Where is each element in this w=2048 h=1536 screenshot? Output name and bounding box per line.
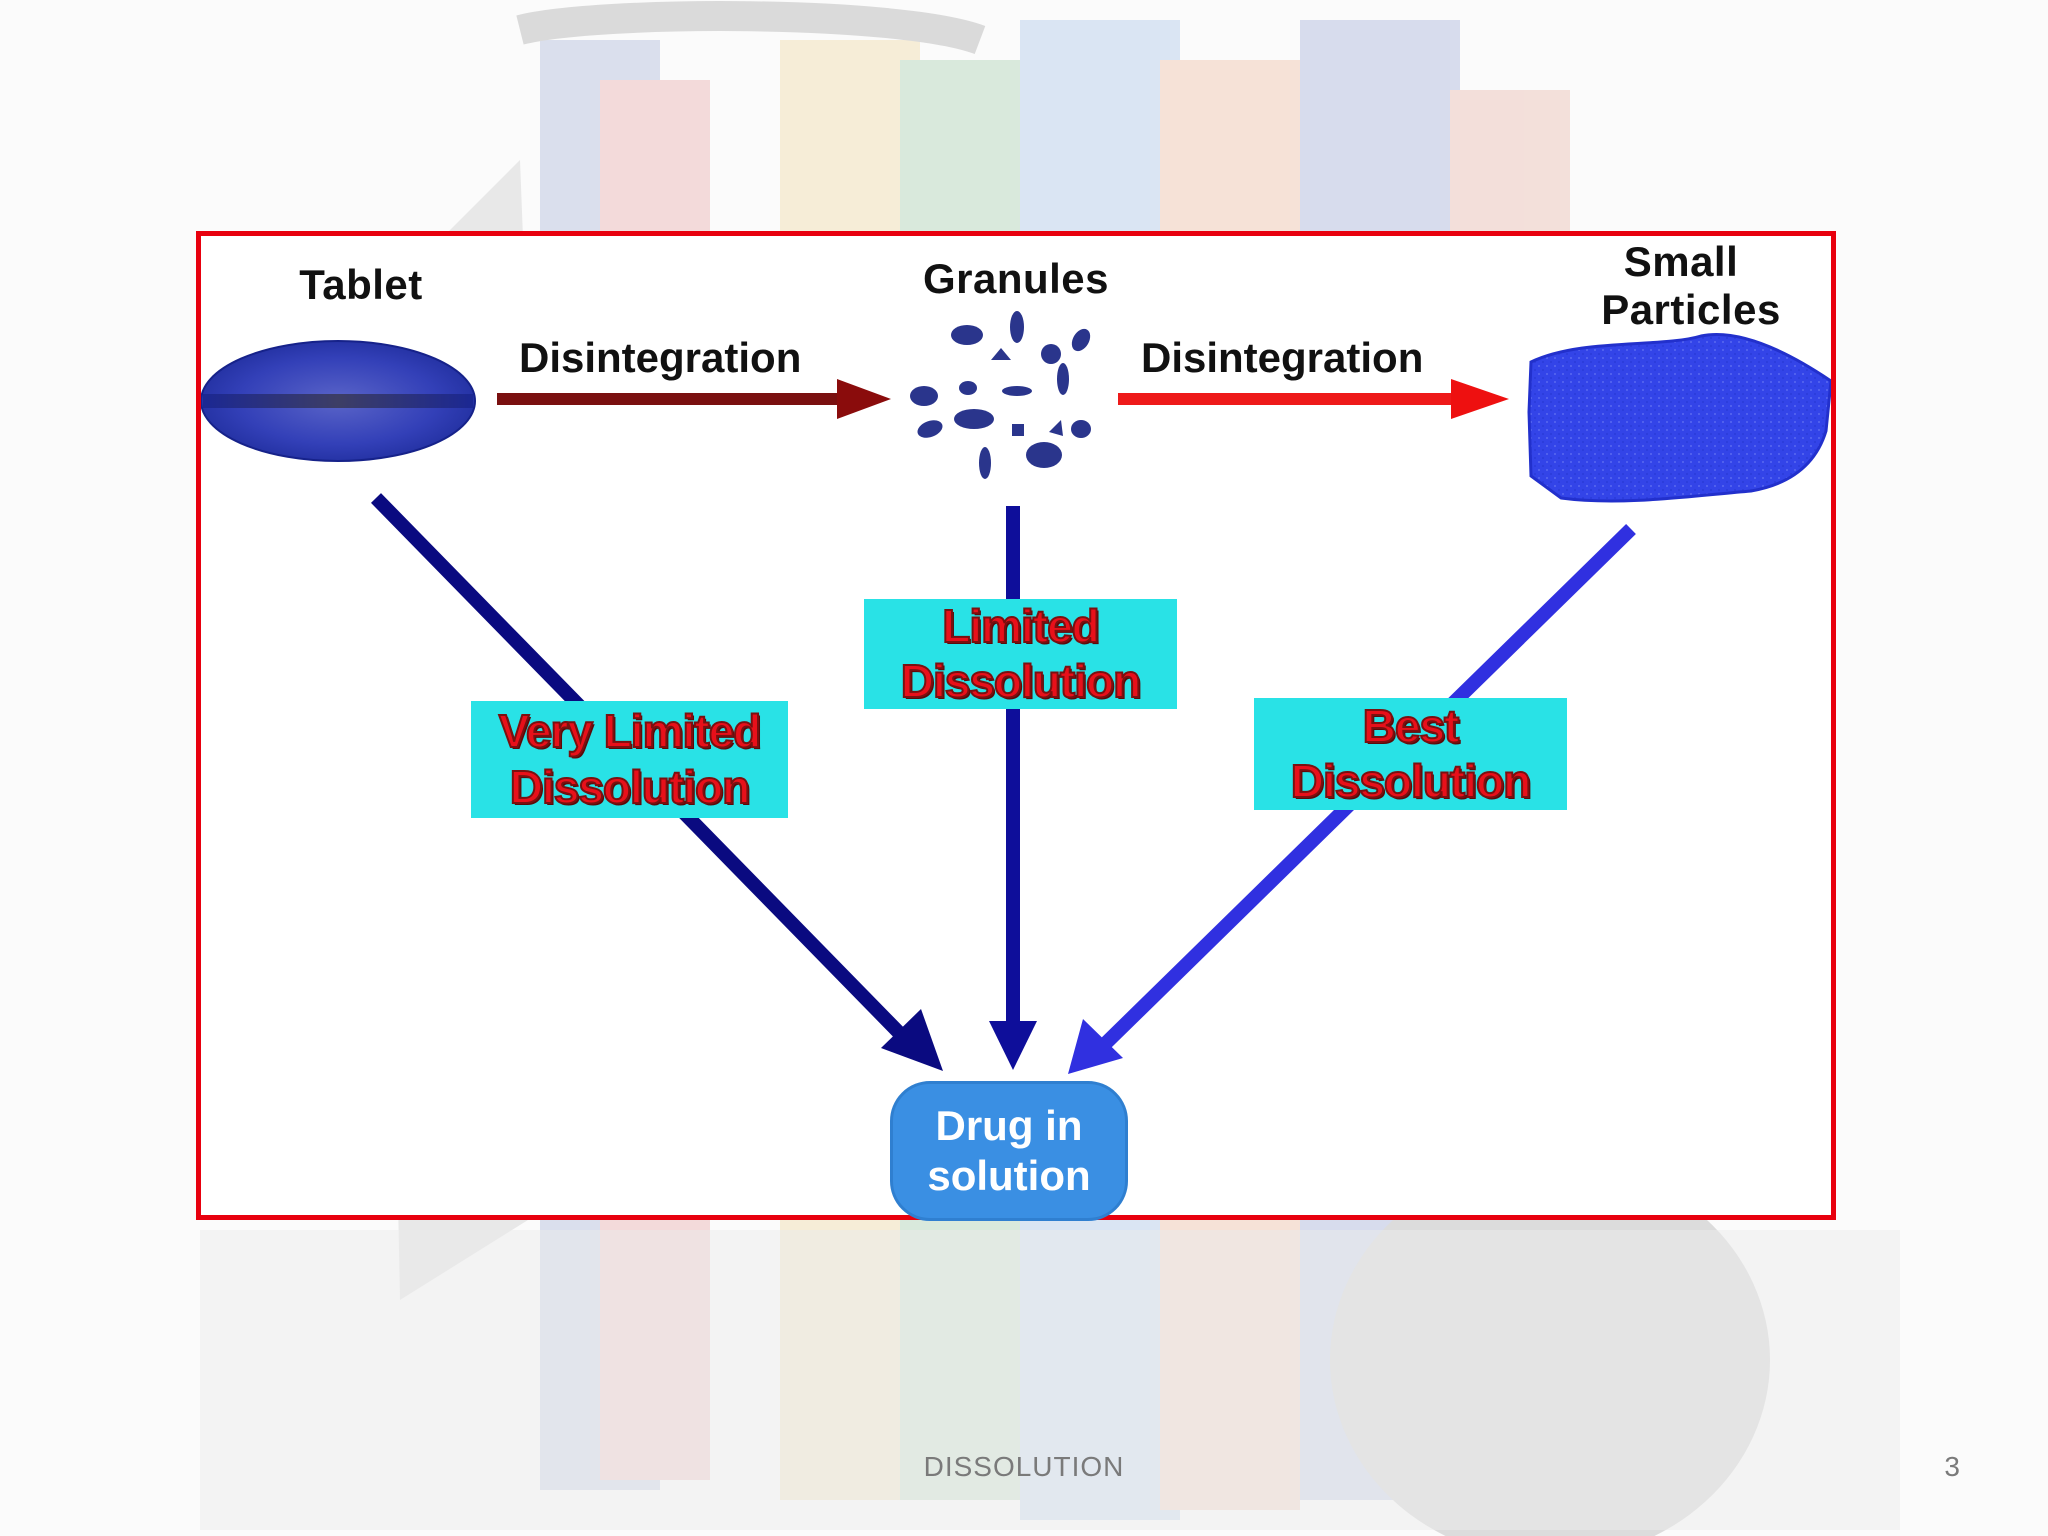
very-limited-dissolution-line2: Dissolution	[509, 759, 751, 813]
small-particles-label: Small Particles	[1541, 238, 1841, 335]
limited-dissolution-line1: Limited	[941, 599, 1101, 653]
very-limited-dissolution-label: Very Limited Dissolution	[471, 701, 788, 818]
diagram-frame: Tablet Granules Small Particles Disinteg…	[196, 231, 1836, 1221]
tablet-label: Tablet	[299, 261, 423, 308]
granules-cluster	[910, 311, 1091, 479]
limited-dissolution-label: Limited Dissolution	[864, 599, 1177, 709]
small-particles-label-line1: Small	[1623, 238, 1739, 285]
drug-in-solution-line2: solution	[927, 1152, 1091, 1199]
tablet-shape	[201, 340, 476, 462]
best-dissolution-line2: Dissolution	[1290, 754, 1532, 808]
limited-dissolution-line2: Dissolution	[900, 654, 1142, 708]
disintegration-arrow-2	[1118, 379, 1509, 419]
disintegration-label-1: Disintegration	[519, 334, 802, 381]
slide-footer-title: DISSOLUTION	[923, 1451, 1125, 1482]
best-dissolution-line1: Best	[1362, 699, 1461, 753]
disintegration-arrow-1	[497, 379, 891, 419]
drug-in-solution-line1: Drug in	[935, 1101, 1083, 1149]
granules-label: Granules	[922, 255, 1110, 302]
granules-dissolution-arrow	[989, 506, 1037, 1070]
slide-page-number: 3	[1944, 1451, 1960, 1482]
very-limited-dissolution-line1: Very Limited	[498, 704, 763, 758]
best-dissolution-label: Best Dissolution	[1254, 698, 1567, 810]
small-particles-blob	[1527, 333, 1831, 503]
drug-in-solution-node: Drug in solution	[890, 1081, 1128, 1221]
dissolution-diagram	[201, 311, 1831, 1074]
disintegration-label-2: Disintegration	[1141, 334, 1424, 381]
small-particles-label-line2: Particles	[1601, 286, 1781, 334]
